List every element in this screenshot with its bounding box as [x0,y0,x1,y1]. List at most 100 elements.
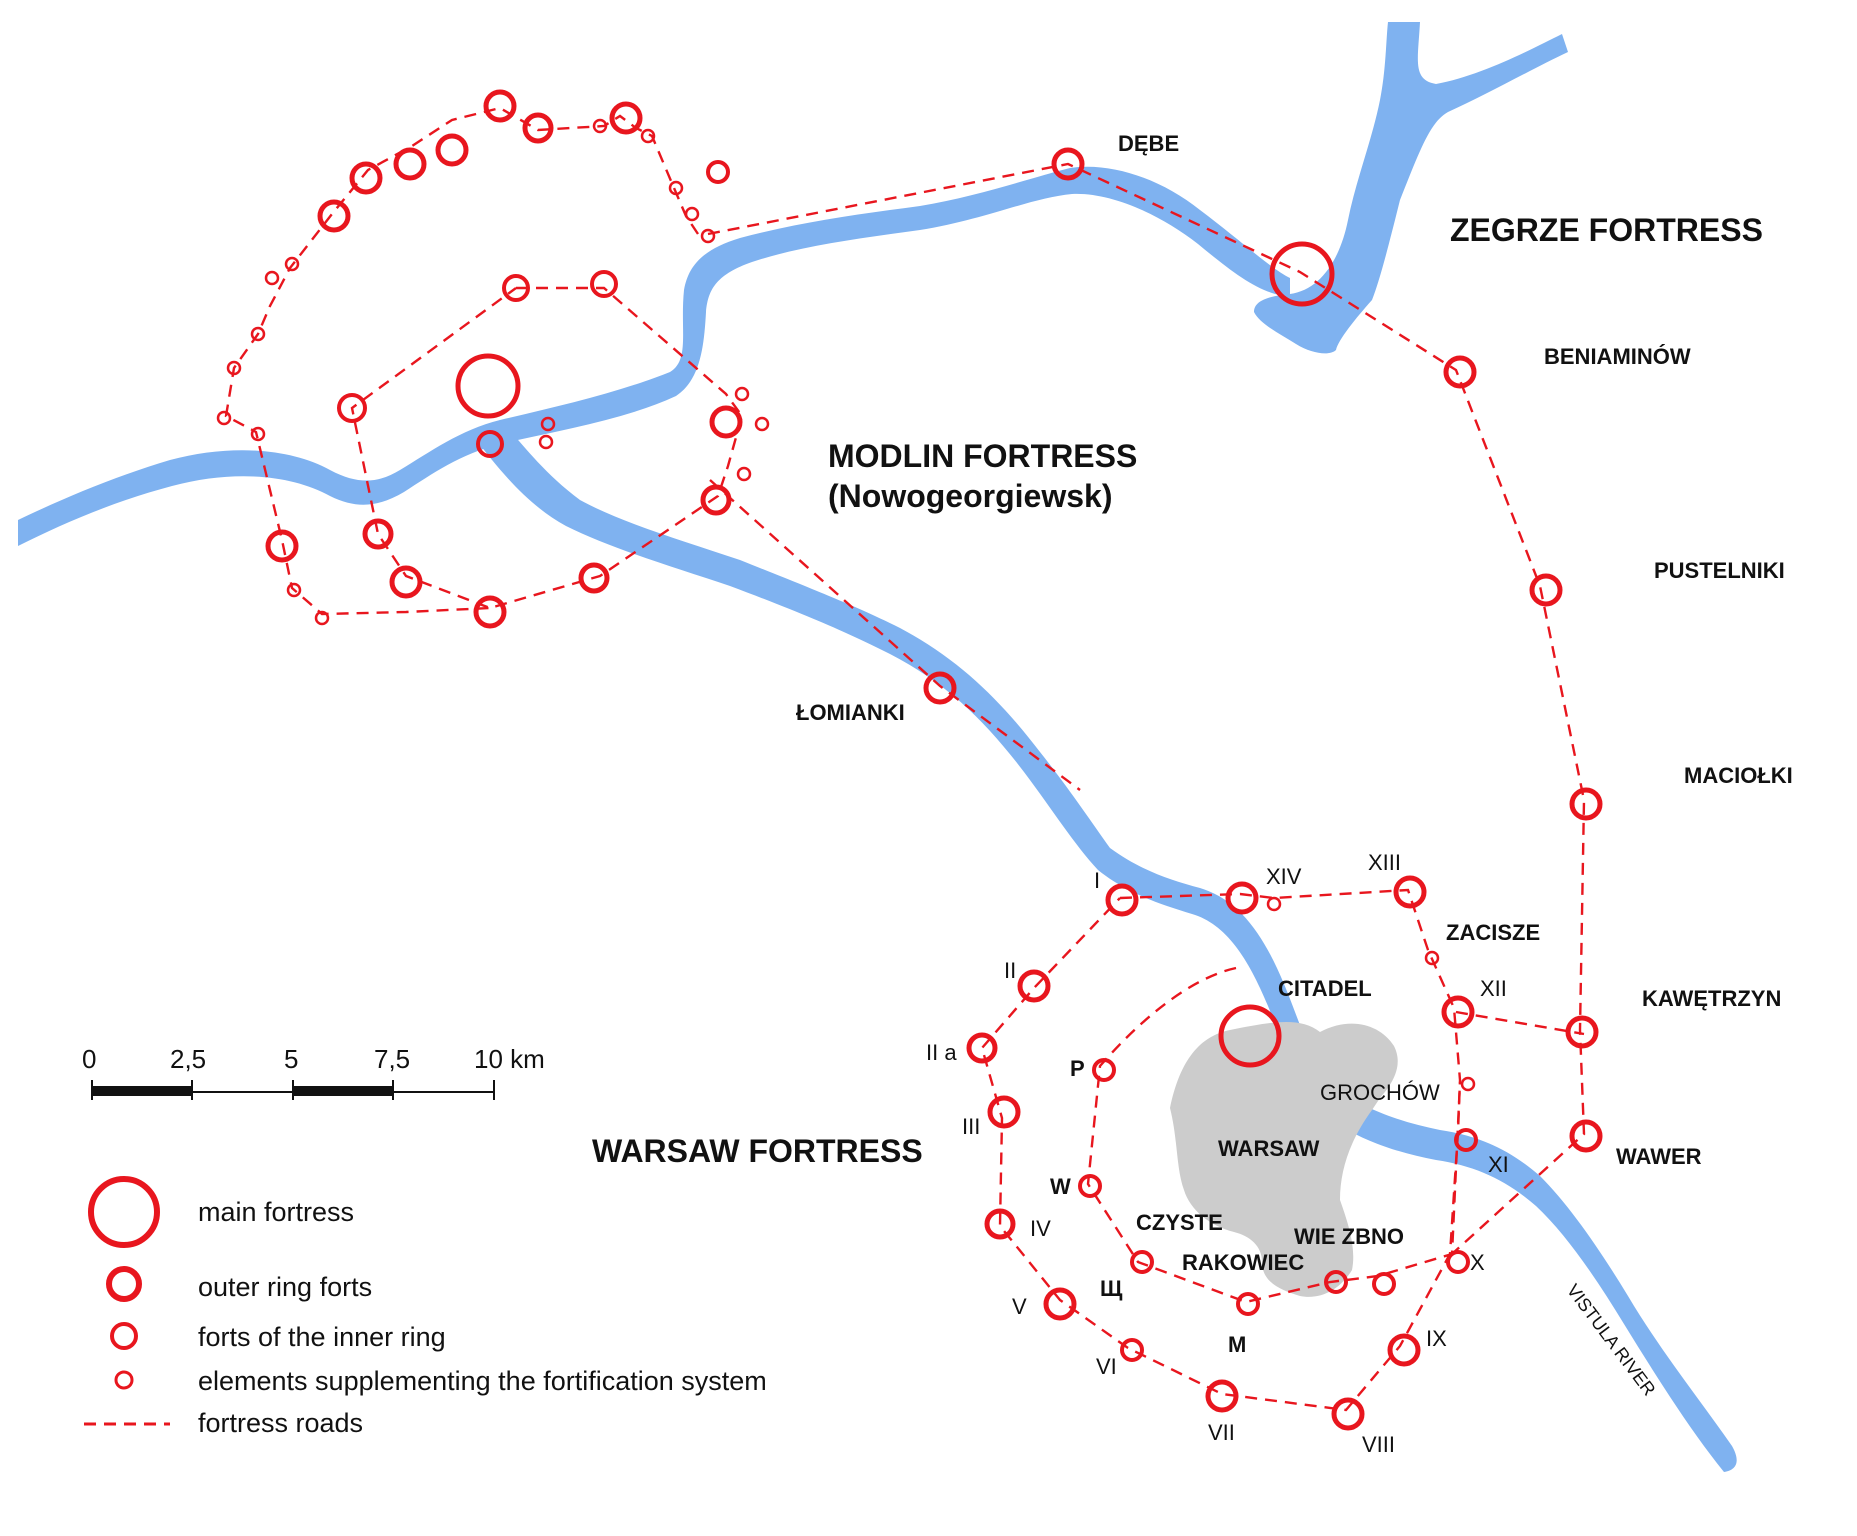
fort-i [1105,883,1139,917]
fort-shch [1130,1250,1154,1274]
label-fort-ix: IX [1426,1326,1447,1351]
fort-iia [966,1032,998,1064]
supplement-element [250,426,266,442]
vistula-river [476,420,1737,1472]
fort-ii [1017,969,1051,1003]
fort-iv [984,1208,1016,1240]
label-fort-iia: II a [926,1040,957,1065]
legend-supplementing: elements supplementing the fortification… [198,1366,767,1396]
label-fort-shch: Щ [1100,1276,1123,1301]
supplement-element [668,180,684,196]
scale-segment-dark [293,1086,393,1096]
outer-fort [317,199,351,233]
label-fort-ii: II [1004,958,1016,983]
label-wawer: WAWER [1616,1144,1702,1169]
label-fort-v: V [1012,1294,1027,1319]
narew-river [18,166,1290,546]
label-fort-vi: VI [1096,1354,1117,1379]
scale-tick-5: 5 [284,1044,298,1074]
scale-tick-2-5: 2,5 [170,1044,206,1074]
fort-xiv [1225,881,1259,915]
label-kawetrzyn: KAWĘTRZYN [1642,986,1781,1011]
fort-iii [987,1095,1021,1129]
outer-fort [1569,787,1603,821]
outer-fort [1529,573,1563,607]
inner-fort [706,160,730,184]
fort-x [1446,1250,1470,1274]
outer-fort [1443,355,1477,389]
supplement-element [734,386,750,402]
label-fort-vii: VII [1208,1420,1235,1445]
fort-v [1043,1287,1077,1321]
outer-fort [923,671,957,705]
legend: main fortress outer ring forts forts of … [84,1176,767,1438]
label-fort-xiii: XIII [1368,850,1401,875]
map-labels: DĘBE ZEGRZE FORTRESS BENIAMINÓW MODLIN F… [592,131,1793,1457]
inner-fort [362,518,394,550]
label-grochow: GROCHÓW [1320,1080,1440,1105]
forts [216,89,1603,1431]
supplement-element [250,326,266,342]
label-beniaminow: BENIAMINÓW [1544,344,1691,369]
label-pustelniki: PUSTELNIKI [1654,558,1785,583]
outer-fort [1565,1015,1599,1049]
legend-roads: fortress roads [198,1408,363,1438]
outer-fort [435,133,469,167]
label-fort-iii: III [962,1114,980,1139]
road-warsaw-outer-ring [980,888,1462,1412]
outer-fort [483,89,517,123]
inner-fort [709,405,743,439]
supplement-element [314,610,330,626]
label-fort-iv: IV [1030,1216,1051,1241]
supplement-element [640,128,656,144]
label-wiezbno: WIE ZBNO [1294,1224,1404,1249]
legend-inner-ring-icon [110,1322,138,1350]
supplementing-elements [216,118,1476,1092]
label-fort-viii: VIII [1362,1432,1395,1457]
inner-fort [476,430,504,458]
label-warsaw-city: WARSAW [1218,1136,1320,1161]
label-citadel: CITADEL [1278,976,1372,1001]
fort-m [1236,1292,1260,1316]
supplement-element [592,118,608,134]
outer-fort [522,112,554,144]
legend-main-fortress: main fortress [198,1197,354,1227]
inner-fort [473,595,507,629]
fortress-roads [224,106,1586,1412]
legend-inner-ring: forts of the inner ring [198,1322,446,1352]
label-fort-w: W [1050,1174,1071,1199]
label-zacisze: ZACISZE [1446,920,1540,945]
label-rakowiec: RAKOWIEC [1182,1250,1304,1275]
inner-fort [700,484,732,516]
supplement-element [216,410,232,426]
road-modlin-lomianki-warsaw [709,479,1081,791]
label-fort-xiv: XIV [1266,864,1302,889]
label-fort-xi: XI [1488,1152,1509,1177]
supplement-element [1266,896,1282,912]
label-fort-x: X [1470,1250,1485,1275]
scale-segment-dark [92,1086,192,1096]
inner-fort [590,270,618,298]
main-fortress-zegrze [1269,241,1335,307]
fort-w [1078,1174,1102,1198]
fort-ix [1387,1333,1421,1367]
supplement-element [540,416,556,432]
inner-fort [578,562,610,594]
legend-outer-ring: outer ring forts [198,1272,372,1302]
label-modlin-subtitle: (Nowogeorgiewsk) [828,478,1112,514]
outer-fort [1569,1119,1603,1153]
legend-supplementing-icon [114,1370,134,1390]
label-modlin-fortress: MODLIN FORTRESS [828,438,1137,474]
label-fort-i: I [1094,868,1100,893]
main-fortress-modlin [455,353,521,419]
outer-fort [393,147,427,181]
road-modlin-inner-ring [350,286,744,610]
label-fort-xii: XII [1480,976,1507,1001]
label-maciolki: MACIOŁKI [1684,763,1793,788]
label-zegrze-fortress: ZEGRZE FORTRESS [1450,212,1763,248]
fort-p [1092,1058,1116,1082]
fort-xi [1454,1128,1478,1152]
scale-tick-7-5: 7,5 [374,1044,410,1074]
label-debe: DĘBE [1118,131,1179,156]
